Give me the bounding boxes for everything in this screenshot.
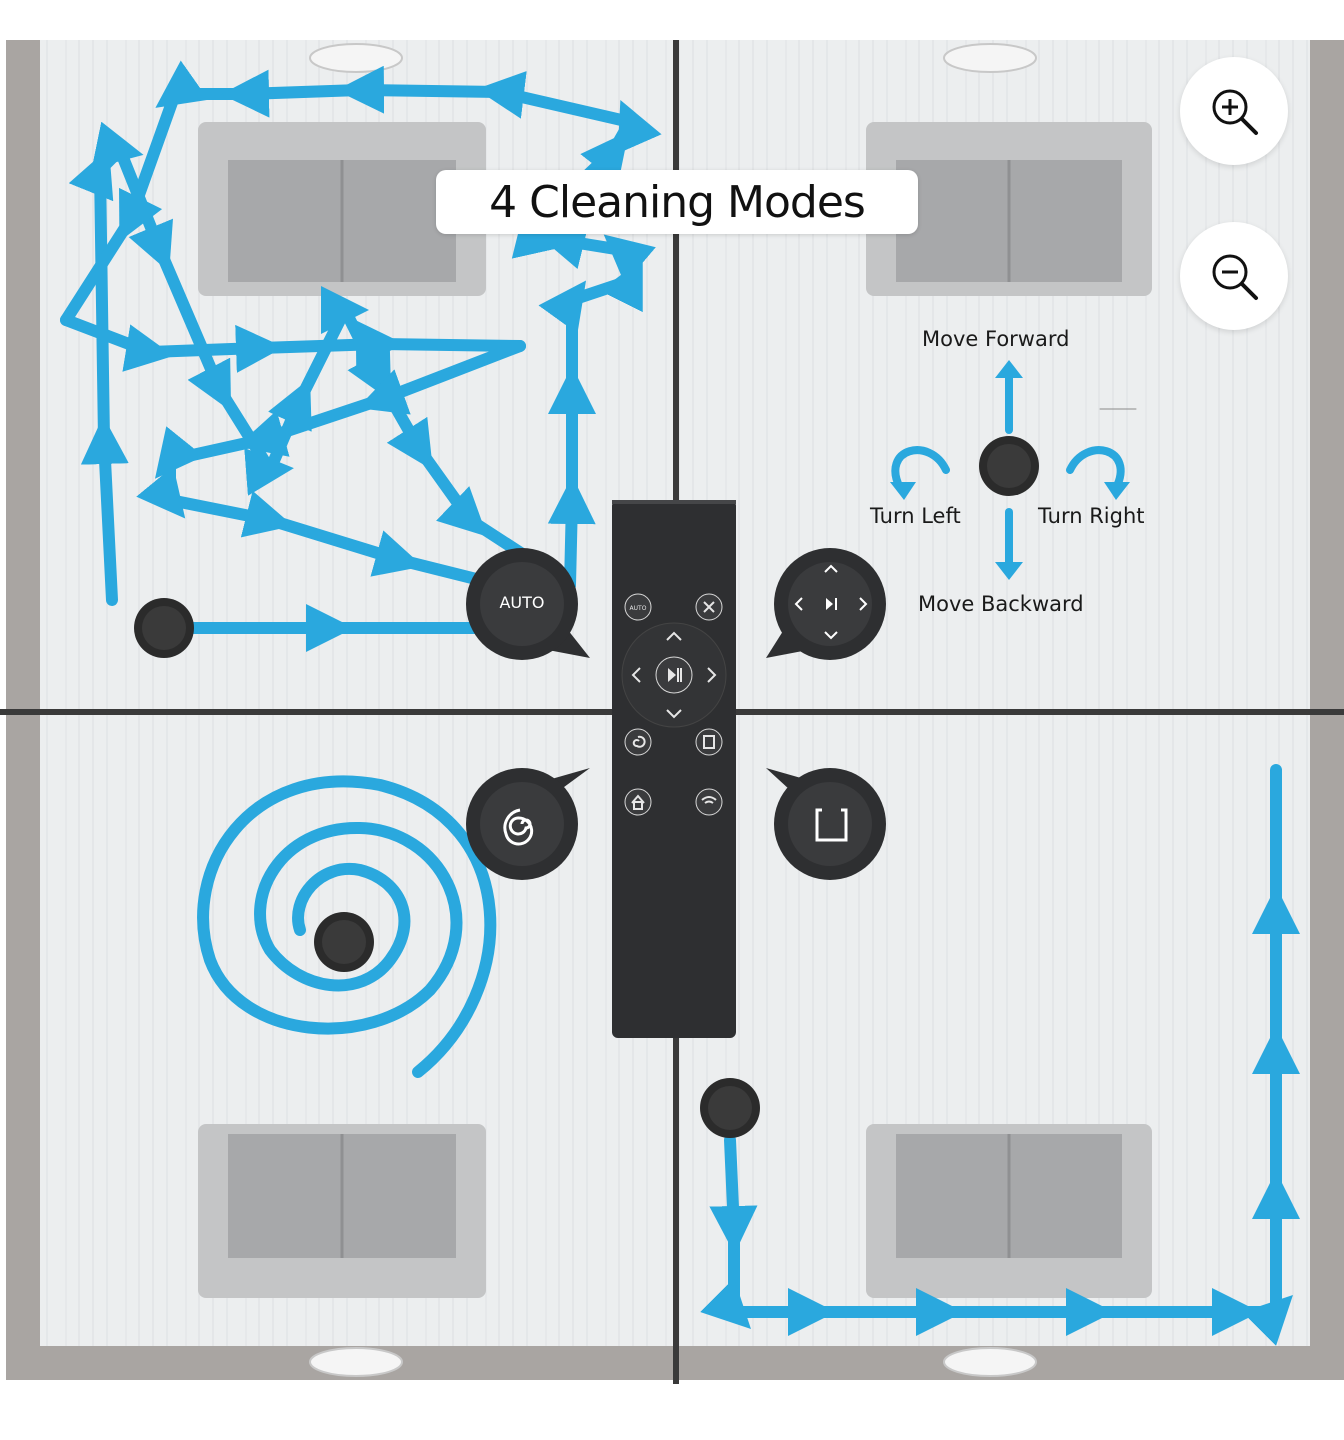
direction-arrows <box>890 360 1137 580</box>
zoom-out-icon <box>1212 254 1258 300</box>
robot-edge <box>700 1078 760 1138</box>
edge-mode-path <box>700 764 1300 1346</box>
sofa-bottom-right <box>866 1124 1152 1298</box>
remote-auto-button <box>624 593 652 621</box>
mode-bubble-spiral[interactable] <box>466 768 590 880</box>
sofa-top-right <box>866 122 1152 296</box>
robot-auto <box>134 598 194 658</box>
label-turn-right: Turn Right <box>1038 504 1145 528</box>
remote-control: AUTO <box>612 500 736 1038</box>
page-title: 4 Cleaning Modes <box>489 176 866 228</box>
zoom-in-icon <box>1212 89 1258 135</box>
mode-bubble-manual[interactable] <box>766 548 886 660</box>
remote-edge-button <box>695 728 723 756</box>
edge-icon <box>815 808 848 842</box>
spiral-mode-path <box>197 775 497 1078</box>
robot-manual <box>979 436 1039 496</box>
zoom-in-button[interactable] <box>1180 57 1288 165</box>
label-move-backward: Move Backward <box>918 592 1084 616</box>
zoom-out-button[interactable] <box>1180 222 1288 330</box>
spiral-icon <box>503 808 534 846</box>
label-turn-left: Turn Left <box>870 504 961 528</box>
remote-spiral-button <box>624 728 652 756</box>
mode-bubble-auto[interactable]: AUTO <box>466 548 590 660</box>
auto-mode-label: AUTO <box>499 593 544 612</box>
robot-spiral <box>314 912 374 972</box>
remote-auto-label: AUTO <box>630 605 647 612</box>
mode-bubble-edge[interactable] <box>766 768 886 880</box>
sofa-bottom-left <box>198 1124 486 1298</box>
title-banner: 4 Cleaning Modes <box>436 170 918 234</box>
label-move-forward: Move Forward <box>922 327 1070 351</box>
